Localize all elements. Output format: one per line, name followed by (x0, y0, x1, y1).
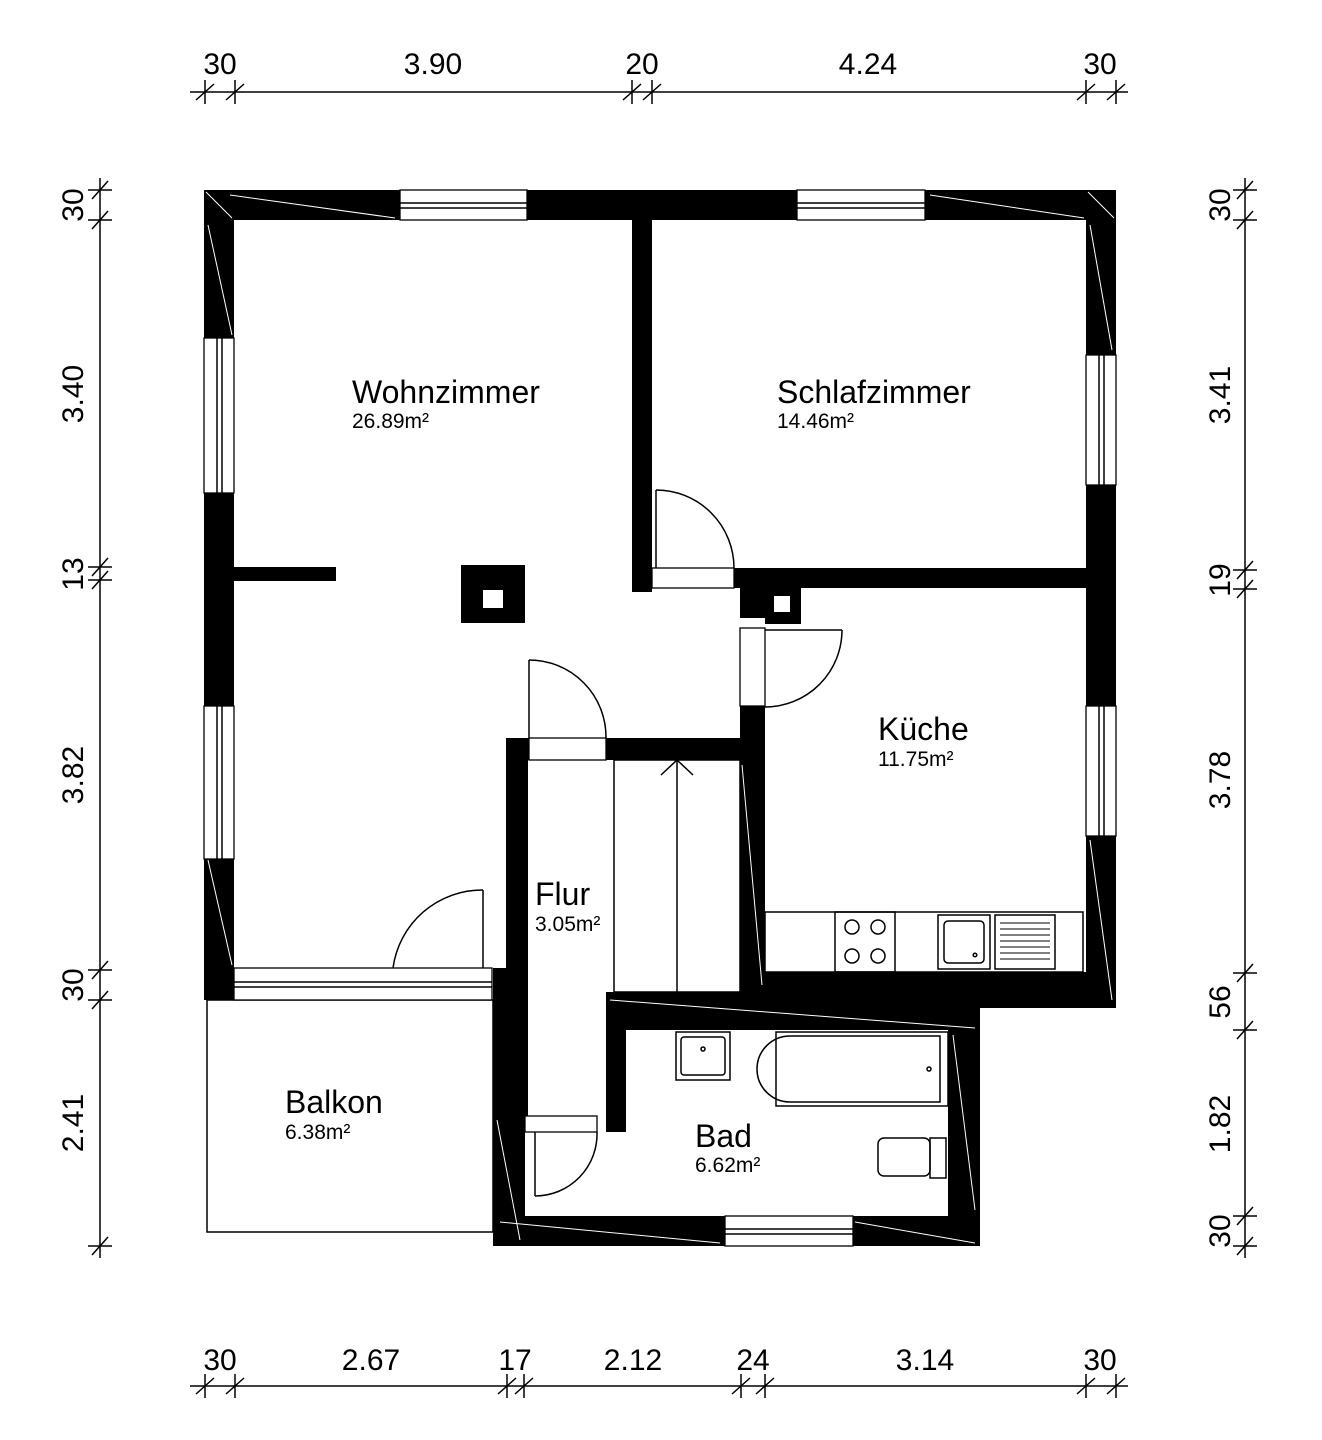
left-dim-label: 3.40 (57, 365, 90, 423)
bottom-dim-label: 2.67 (342, 1344, 400, 1377)
bottom-dim-label: 30 (203, 1344, 236, 1377)
right-dim-label: 1.82 (1204, 1095, 1237, 1153)
kitchen-counter (764, 911, 1084, 973)
top-dim-label: 3.90 (404, 48, 462, 81)
bottom-dim-label: 24 (736, 1344, 769, 1377)
wall-hatching (205, 191, 1115, 1244)
right-dim-label: 30 (1204, 188, 1237, 221)
right-dim-label: 3.41 (1204, 366, 1237, 424)
doors (392, 489, 843, 1197)
left-dim-label: 2.41 (57, 1094, 90, 1152)
room-area-schlafzimmer: 14.46m² (777, 410, 854, 433)
room-name-kueche: Küche (878, 711, 969, 747)
room-area-kueche: 11.75m² (878, 748, 953, 771)
room-area-wohnzimmer: 26.89m² (352, 410, 429, 433)
top-dim-label: 20 (625, 48, 658, 81)
right-dimension-line: 30 3.41 19 3.78 56 1.82 30 (1204, 178, 1257, 1258)
bottom-dimension-line: 30 2.67 17 2.12 24 3.14 30 (190, 1344, 1128, 1398)
left-dim-label: 30 (57, 188, 90, 221)
left-dim-label: 30 (57, 968, 90, 1001)
left-dimension-line: 30 3.40 13 3.82 30 2.41 (57, 178, 112, 1258)
room-name-bad: Bad (695, 1118, 752, 1154)
right-dim-label: 30 (1204, 1214, 1237, 1247)
bottom-dim-label: 17 (498, 1344, 531, 1377)
top-dimension-line: 30 3.90 20 4.24 30 (190, 48, 1128, 104)
room-name-wohnzimmer: Wohnzimmer (352, 374, 540, 410)
left-dim-label: 13 (57, 557, 90, 590)
bath-fixtures (675, 1031, 949, 1179)
windows (203, 189, 1117, 1247)
top-dim-label: 4.24 (839, 48, 897, 81)
room-area-balkon: 6.38m² (285, 1121, 350, 1144)
right-dim-label: 56 (1204, 985, 1237, 1018)
room-name-balkon: Balkon (285, 1084, 383, 1120)
room-name-flur: Flur (535, 876, 590, 912)
top-dim-label: 30 (203, 48, 236, 81)
room-area-bad: 6.62m² (695, 1154, 760, 1177)
bottom-dim-label: 2.12 (604, 1344, 662, 1377)
right-dim-label: 19 (1204, 563, 1237, 596)
room-area-flur: 3.05m² (535, 913, 600, 936)
bottom-dim-label: 30 (1083, 1344, 1116, 1377)
left-dim-label: 3.82 (57, 746, 90, 804)
walls (204, 190, 1116, 1246)
bottom-dim-label: 3.14 (896, 1344, 954, 1377)
staircase (613, 758, 741, 993)
room-name-schlafzimmer: Schlafzimmer (777, 374, 971, 410)
right-dim-label: 3.78 (1204, 751, 1237, 809)
top-dim-label: 30 (1083, 48, 1116, 81)
